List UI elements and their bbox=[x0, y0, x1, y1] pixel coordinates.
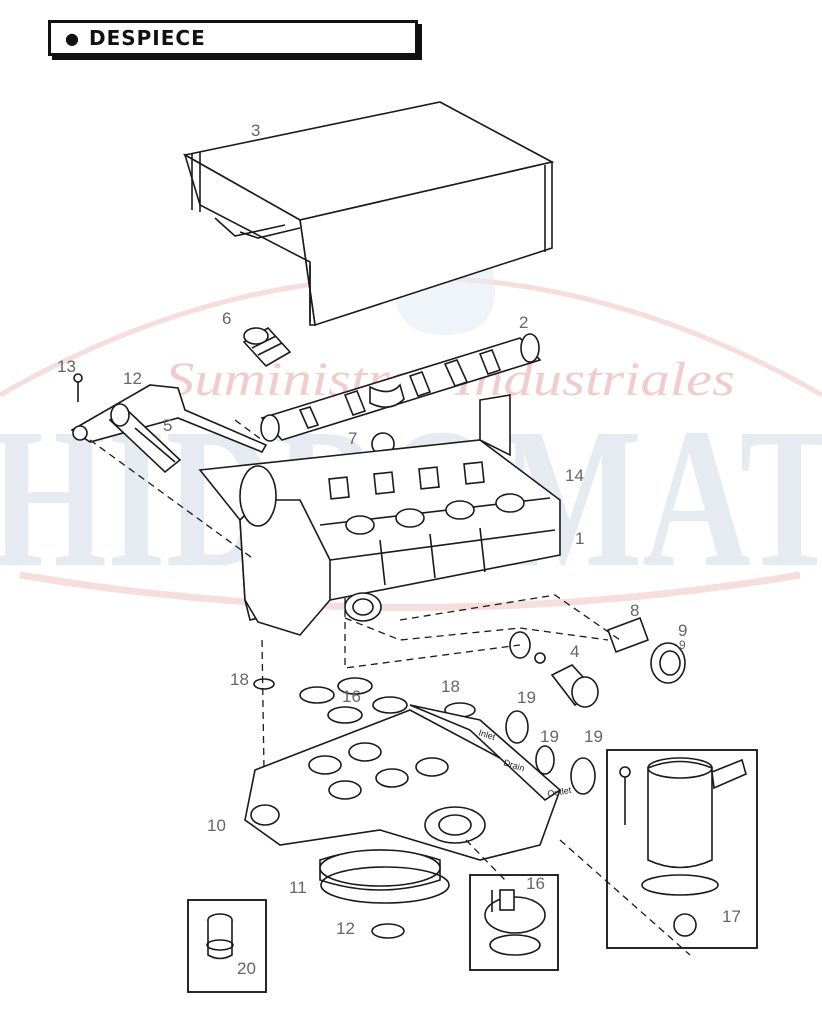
callout-1: 1 bbox=[575, 529, 584, 548]
callout-2: 2 bbox=[519, 313, 528, 332]
callout-19-right: 19 bbox=[584, 727, 603, 746]
callout-7: 7 bbox=[348, 429, 357, 448]
callout-16-upper: 16 bbox=[342, 687, 361, 706]
part-piston-shaft bbox=[260, 333, 542, 456]
part-base-plate: Inlet Drain Outlet bbox=[244, 704, 573, 939]
port-label-outlet: Outlet bbox=[547, 785, 573, 799]
callout-3: 3 bbox=[251, 121, 260, 140]
callout-5: 5 bbox=[163, 416, 172, 435]
callout-11: 11 bbox=[289, 878, 307, 897]
part-fittings bbox=[509, 616, 686, 708]
callout-18-left: 18 bbox=[230, 670, 249, 689]
inset-part-16 bbox=[469, 874, 559, 971]
callout-labels: 3 2 6 13 12 5 7 14 1 8 9 9 4 18 16 18 19… bbox=[57, 121, 741, 978]
callout-19-top: 19 bbox=[517, 688, 536, 707]
part-plug bbox=[242, 326, 292, 368]
callout-9: 9 bbox=[678, 621, 687, 640]
watermark-swoosh-bottom bbox=[19, 571, 801, 611]
inset-part-20 bbox=[187, 899, 267, 993]
callout-16-inset: 16 bbox=[526, 874, 545, 893]
callout-20: 20 bbox=[237, 959, 256, 978]
callout-10: 10 bbox=[207, 816, 226, 835]
inset-part-17 bbox=[606, 749, 758, 949]
callout-17: 17 bbox=[722, 907, 741, 926]
callout-18-right: 18 bbox=[441, 677, 460, 696]
bullet-icon: ● bbox=[65, 28, 79, 48]
section-title: DESPIECE bbox=[88, 26, 206, 50]
callout-15: 14 bbox=[565, 466, 584, 485]
part-cover bbox=[182, 101, 555, 327]
callout-9-secondary: 9 bbox=[679, 638, 686, 652]
callout-19-middle: 19 bbox=[540, 727, 559, 746]
callout-4: 4 bbox=[570, 642, 579, 661]
part-o-rings bbox=[253, 677, 596, 795]
callout-8: 8 bbox=[630, 601, 639, 620]
callout-14: 13 bbox=[57, 357, 76, 376]
callout-6: 6 bbox=[222, 309, 231, 328]
part-valve-body bbox=[198, 394, 561, 636]
assembly-lines bbox=[89, 419, 691, 956]
callout-12: 12 bbox=[336, 919, 355, 938]
part-linkage bbox=[70, 373, 268, 474]
callout-13: 12 bbox=[123, 369, 142, 388]
section-title-box: ● DESPIECE bbox=[48, 20, 418, 56]
